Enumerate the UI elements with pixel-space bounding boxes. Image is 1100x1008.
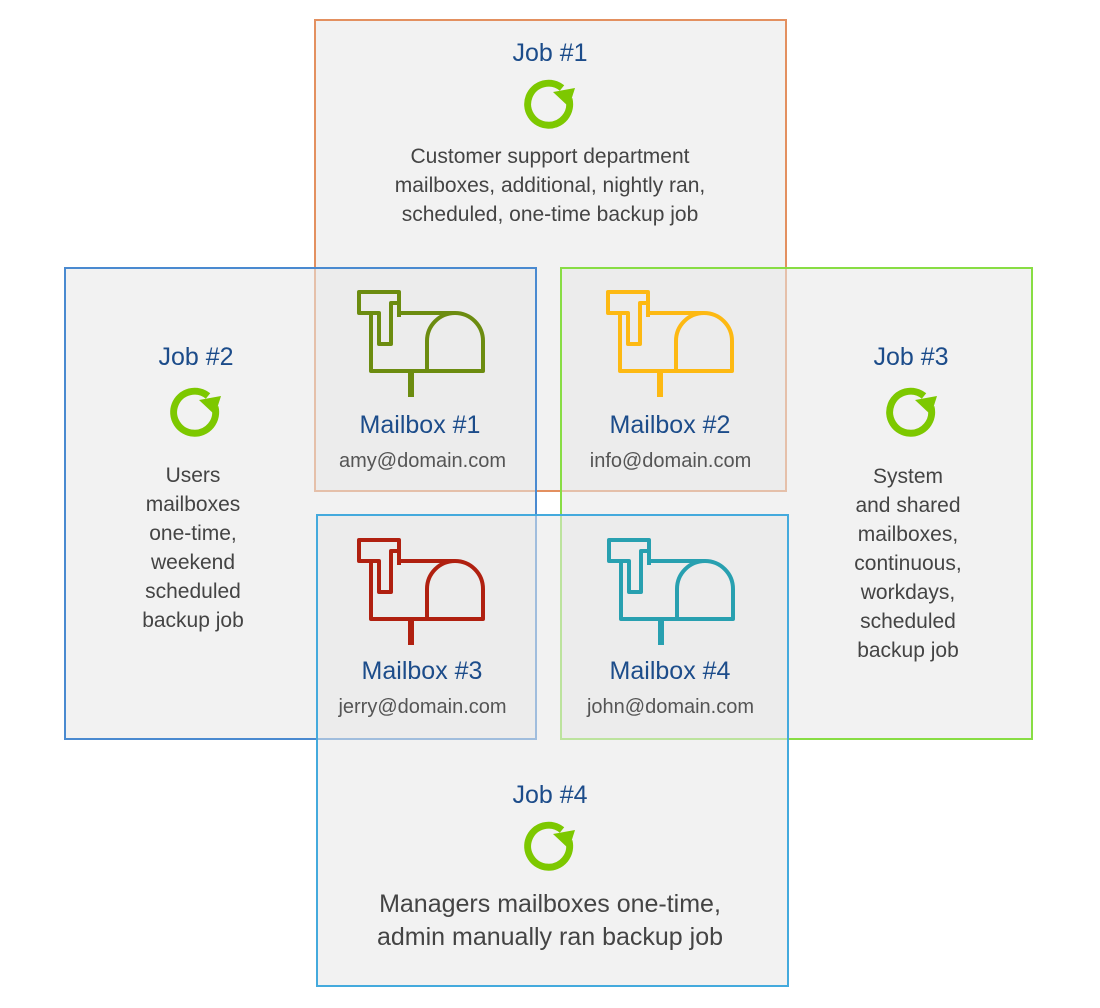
job-4-box [316, 514, 789, 987]
job-2-title: Job #2 [158, 343, 234, 371]
job-3-title: Job #3 [873, 343, 949, 371]
mailbox-4-email: john@domain.com [586, 696, 755, 718]
mailbox-icon [357, 538, 485, 645]
job-4-title: Job #4 [512, 781, 588, 809]
mailbox-4-title: Mailbox #4 [609, 657, 731, 685]
mailbox-1-title: Mailbox #1 [359, 411, 481, 439]
job-2-description: Users mailboxes one-time, weekend schedu… [142, 464, 244, 632]
refresh-icon [886, 387, 937, 437]
job-3-description: System and shared mailboxes, continuous,… [854, 465, 962, 662]
mailbox-3-email: jerry@domain.com [338, 696, 507, 718]
mailbox-icon [607, 538, 735, 645]
mailbox-icon [357, 290, 485, 397]
job-1-description: Customer support department mailboxes, a… [394, 145, 706, 226]
refresh-icon [170, 387, 221, 437]
refresh-icon [524, 79, 575, 129]
refresh-icon [524, 821, 575, 871]
mailbox-3-title: Mailbox #3 [361, 657, 483, 685]
mailbox-icon [606, 290, 734, 397]
mailbox-1-email: amy@domain.com [338, 450, 507, 472]
mailbox-2-title: Mailbox #2 [609, 411, 731, 439]
job-4-description: Managers mailboxes one-time, admin manua… [376, 890, 724, 951]
job-1-title: Job #1 [512, 39, 588, 67]
mailbox-2-email: info@domain.com [589, 450, 752, 472]
